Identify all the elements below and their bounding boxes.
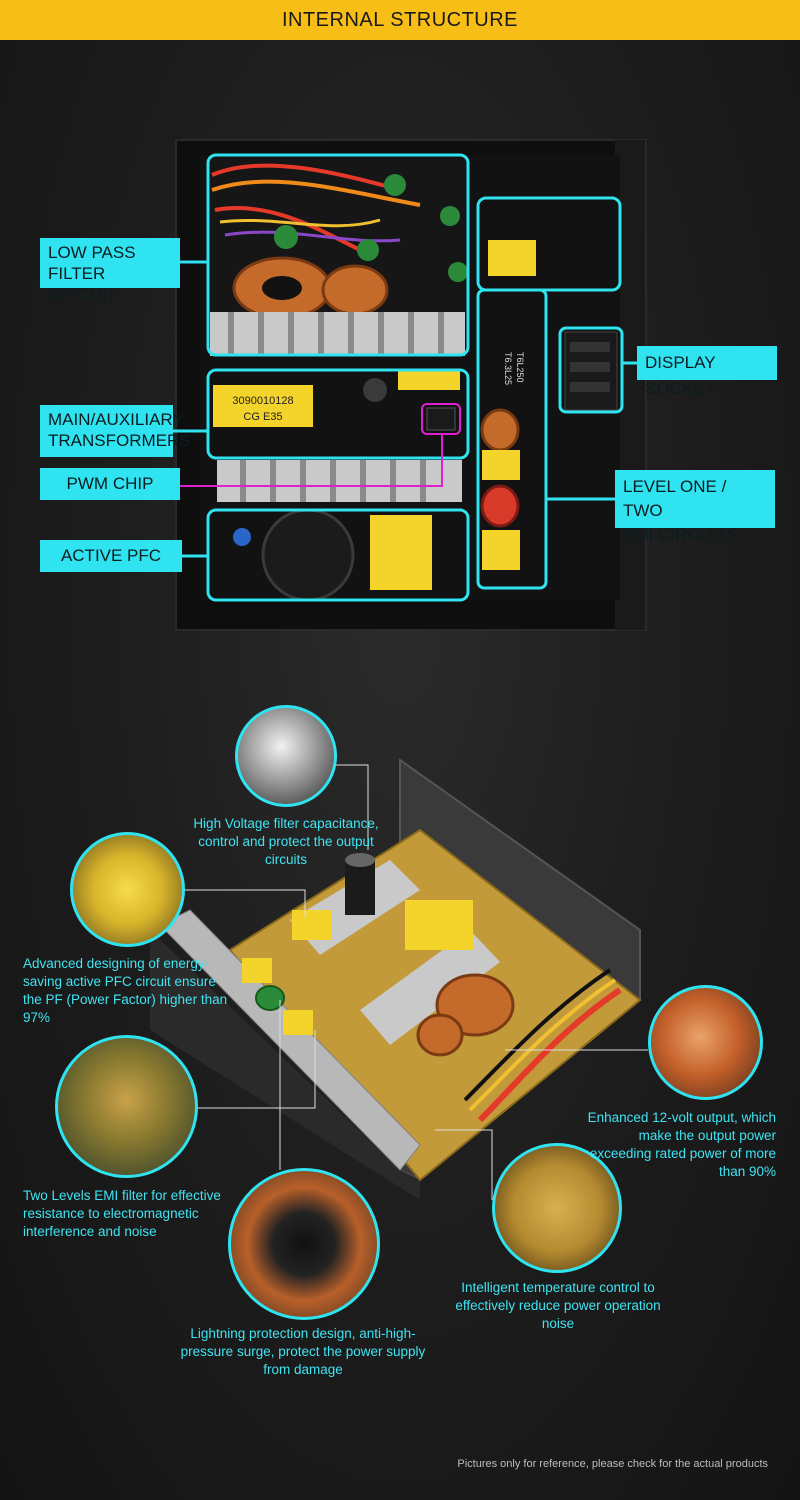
emi-outline-top (476, 196, 622, 292)
pfc-label-text: ACTIVE PFC (60, 546, 162, 565)
low-pass-outline (206, 153, 470, 357)
wire-yellow (219, 218, 381, 228)
toroid-coil (321, 264, 389, 316)
section-header: INTERNAL STRUCTURE (0, 0, 800, 40)
emi-coil (480, 484, 520, 528)
capacitor (440, 206, 460, 226)
low-pass-label-line2: FILTER CIRCUIT (48, 264, 117, 304)
emi-coil (480, 408, 520, 452)
output-wire (463, 968, 612, 1102)
emi-capacitor (482, 530, 520, 570)
output-wire (477, 987, 622, 1123)
wire-purple (224, 230, 401, 243)
capacitor (448, 262, 468, 282)
capacitor-detail-circle (235, 705, 337, 807)
hv-capacitor-top (345, 853, 375, 867)
emi-capacitor (488, 240, 536, 276)
emi-label-line1: LEVEL ONE / TWO (623, 477, 727, 520)
capacitor (274, 225, 298, 249)
wire-orange (211, 179, 421, 207)
transformer-outline (206, 368, 470, 460)
feature-lightning-protection: Lightning protection design, anti-high-p… (180, 1326, 426, 1377)
emi-capacitor (242, 958, 272, 983)
emi-capacitor (283, 1010, 313, 1035)
psu-transformer (292, 910, 332, 940)
wire-red (214, 206, 361, 252)
active-pfc-label: ACTIVE PFC (40, 540, 182, 572)
main-transformer (213, 385, 313, 427)
psu-heatsink (360, 930, 500, 1045)
capacitor (363, 378, 387, 402)
transformer-print-2: CG E35 (243, 411, 282, 423)
display-socket-label: DISPLAY SOCKET (637, 346, 777, 398)
lightning-detail-circle (228, 1168, 380, 1320)
psu-transformer (405, 900, 473, 950)
display-socket-label-text: DISPLAY SOCKET (645, 353, 716, 398)
emi-capacitor (482, 450, 520, 480)
emi-circuits-label: LEVEL ONE / TWO EMI CIRCUITS (615, 470, 775, 544)
socket-pin (570, 342, 610, 352)
callout-line (185, 889, 306, 918)
low-pass-label-line1: LOW PASS (48, 243, 136, 262)
callout-line (335, 764, 369, 850)
emi-coil (255, 985, 285, 1011)
output-coil (416, 1013, 464, 1057)
callout-line (435, 1129, 493, 1200)
feature-12v-output: Enhanced 12-volt output, which make the … (587, 1110, 776, 1179)
emi-detail-circle (55, 1035, 198, 1178)
fuse-print-2: T6L250 (515, 352, 525, 383)
psu-case-bottom (150, 930, 420, 1200)
feature-active-pfc: Advanced designing of energy-saving acti… (23, 956, 228, 1025)
pfc-capacitor (261, 508, 355, 602)
toroid-core (262, 276, 302, 300)
pwm-chip-label: PWM CHIP (40, 468, 180, 500)
pwm-connector-line (180, 434, 443, 487)
psu-side-plate (159, 909, 421, 1171)
aux-transformer (398, 370, 460, 390)
feature-high-voltage: High Voltage filter capacitance, control… (193, 816, 379, 867)
pfc-inductor (370, 515, 432, 590)
pwm-label-text: PWM CHIP (66, 474, 154, 493)
display-socket-outline (558, 326, 624, 414)
feature-temperature-control: Intelligent temperature control to effec… (455, 1280, 661, 1331)
heatsink-top (210, 312, 465, 356)
temperature-detail-circle (492, 1143, 622, 1273)
capacitor (384, 174, 406, 196)
socket-pin (570, 382, 610, 392)
output-detail-circle (648, 985, 763, 1100)
heatsink-middle (217, 460, 462, 502)
transformers-label-line1: MAIN/AUXILIARY (48, 410, 184, 429)
psu-angled-illustration (150, 758, 648, 1200)
socket-pin (570, 362, 610, 372)
emi-outline-strip (476, 288, 548, 590)
fuse-print-1: T6.3L25 (503, 352, 513, 385)
feature-emi-filter: Two Levels EMI filter for effective resi… (23, 1188, 221, 1239)
capacitor (233, 528, 251, 546)
low-pass-filter-label: LOW PASS FILTER CIRCUIT (40, 238, 180, 304)
pwm-chip (426, 407, 456, 431)
wire-red (211, 163, 401, 192)
capacitor (357, 239, 379, 261)
transformers-label-line2: TRANSFORMERS (48, 431, 191, 450)
hv-capacitor (345, 860, 375, 915)
psu-board-illustration: 3090010128 CG E35 T6.3L25 T6L250 (172, 139, 647, 631)
transformers-label: MAIN/AUXILIARY TRANSFORMERS (40, 405, 191, 457)
output-wire (468, 978, 617, 1112)
pfc-detail-circle (70, 832, 185, 947)
callout-line (198, 1030, 316, 1109)
emi-label-line2: EMI CIRCUITS (623, 525, 739, 544)
section-title: INTERNAL STRUCTURE (281, 9, 519, 31)
disclaimer-footer: Pictures only for reference, please chec… (457, 1458, 768, 1470)
transformer-print-1: 3090010128 (232, 395, 293, 407)
